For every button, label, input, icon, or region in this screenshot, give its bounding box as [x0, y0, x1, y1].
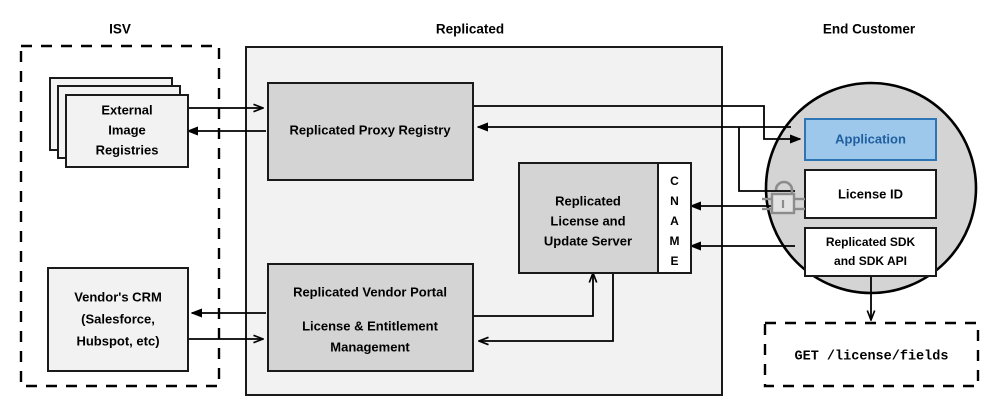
vendor-portal-box	[267, 263, 474, 372]
license-id-box	[804, 169, 937, 219]
node-license-id[interactable]: License ID	[804, 169, 937, 219]
node-replicated-vendor-portal[interactable]: Replicated Vendor Portal License & Entit…	[267, 263, 474, 372]
stack-layer-front	[65, 94, 189, 168]
node-vendors-crm[interactable]: Vendor's CRM (Salesforce, Hubspot, etc)	[47, 267, 189, 372]
node-label-line-2: License & Entitlement	[302, 318, 438, 333]
api-call-label: GET /license/fields	[795, 350, 949, 365]
node-cname[interactable]: C N A M E	[657, 162, 692, 274]
node-label: License ID	[838, 186, 903, 201]
zone-title-isv: ISV	[109, 22, 131, 37]
unlock-icon	[762, 180, 805, 215]
license-update-server-box	[518, 162, 659, 274]
node-label-line-1: Vendor's CRM	[74, 289, 162, 304]
node-application[interactable]: Application	[804, 118, 937, 161]
node-label: Application	[835, 131, 906, 146]
node-label-line-2: (Salesforce,	[81, 311, 155, 326]
node-replicated-proxy-registry[interactable]: Replicated Proxy Registry	[267, 82, 474, 181]
connector-licenseserver-to-vendorportal	[479, 273, 614, 341]
cname-letter-e: E	[670, 254, 678, 268]
connector-vendorportal-to-licenseserver	[474, 273, 593, 317]
node-label-line-1: External	[101, 102, 152, 117]
cname-letter-m: M	[670, 234, 680, 248]
replicated-sdk-box	[804, 227, 937, 277]
proxy-registry-box	[267, 82, 474, 181]
node-label-line-3: Registries	[96, 142, 159, 157]
node-label-line-3: Hubspot, etc)	[76, 333, 159, 348]
connector-proxy-branch-to-licenseid	[738, 127, 795, 192]
node-label-line-2: and SDK API	[834, 254, 907, 268]
zone-title-end-customer: End Customer	[823, 22, 916, 37]
connector-proxy-to-application	[473, 105, 800, 139]
node-label-line-2: Image	[108, 122, 146, 137]
node-label-line-3: Update Server	[544, 233, 632, 248]
node-label-line-2: License and	[550, 213, 625, 228]
cname-letter-a: A	[670, 214, 679, 228]
api-call-box	[763, 321, 980, 388]
node-label-line-1: Replicated SDK	[826, 235, 916, 249]
node-label-line-1: Replicated	[555, 193, 621, 208]
node-license-update-server[interactable]: Replicated License and Update Server	[518, 162, 659, 274]
node-replicated-sdk[interactable]: Replicated SDK and SDK API	[804, 227, 937, 277]
cname-letter-n: N	[670, 194, 679, 208]
vendors-crm-box	[47, 267, 189, 372]
application-box	[804, 118, 937, 161]
node-label-line-3: Management	[330, 339, 410, 354]
node-label: Replicated Proxy Registry	[289, 122, 451, 137]
node-api-call[interactable]: GET /license/fields	[763, 321, 980, 388]
cname-box	[657, 162, 692, 274]
isv-zone-boundary	[19, 44, 221, 388]
cname-letter-c: C	[670, 174, 679, 188]
zone-title-replicated: Replicated	[436, 22, 504, 37]
node-external-image-registries[interactable]: External Image Registries	[49, 77, 189, 168]
node-label-line-1: Replicated Vendor Portal	[293, 284, 447, 299]
